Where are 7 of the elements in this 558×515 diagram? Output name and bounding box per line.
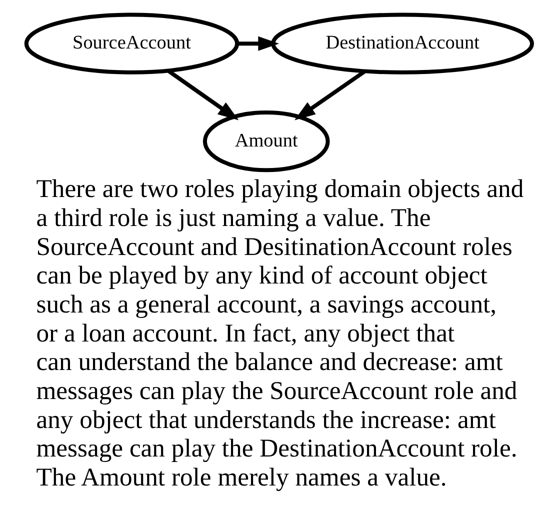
arrow: [294, 70, 366, 120]
arrow: [167, 69, 239, 120]
node-ellipse: SourceAccount: [24, 12, 240, 74]
node-ellipse: DestinationAccount: [271, 12, 534, 74]
arrow: [238, 36, 280, 51]
caption: There are two roles playing domain objects and a third role is just naming a value. The SourceAccount and DesitinationAccount roles can be played by any kind of account object such as a general account, a savings account, or a loan account. In fact, any object that can understand the balance and decrease: amt messages can play the SourceAccount role and any object that understands the increase: amt message can play the DestinationAccount role. The Amount role merely names a value.: [36, 174, 524, 492]
node-ellipse: Amount: [202, 110, 330, 172]
